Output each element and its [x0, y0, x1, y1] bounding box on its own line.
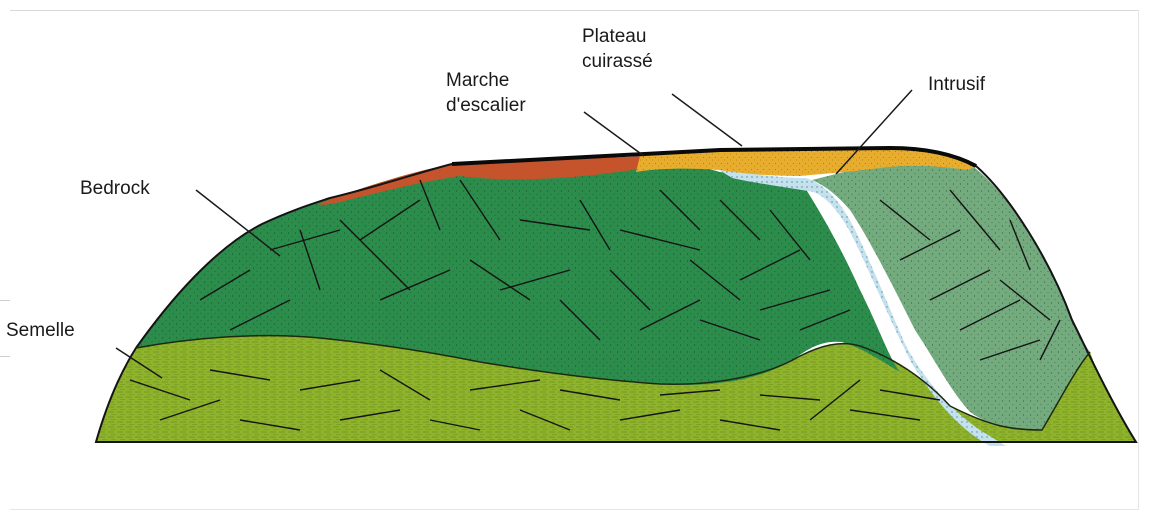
label-intrusif: Intrusif: [928, 72, 985, 97]
label-semelle: Semelle: [6, 318, 75, 343]
plateau-leader: [672, 94, 742, 146]
label-marche-escalier: Marche d'escalier: [446, 68, 526, 118]
label-plateau-cuirasse: Plateau cuirassé: [582, 24, 653, 74]
marche-leader: [584, 112, 644, 156]
label-bedrock: Bedrock: [80, 176, 150, 201]
